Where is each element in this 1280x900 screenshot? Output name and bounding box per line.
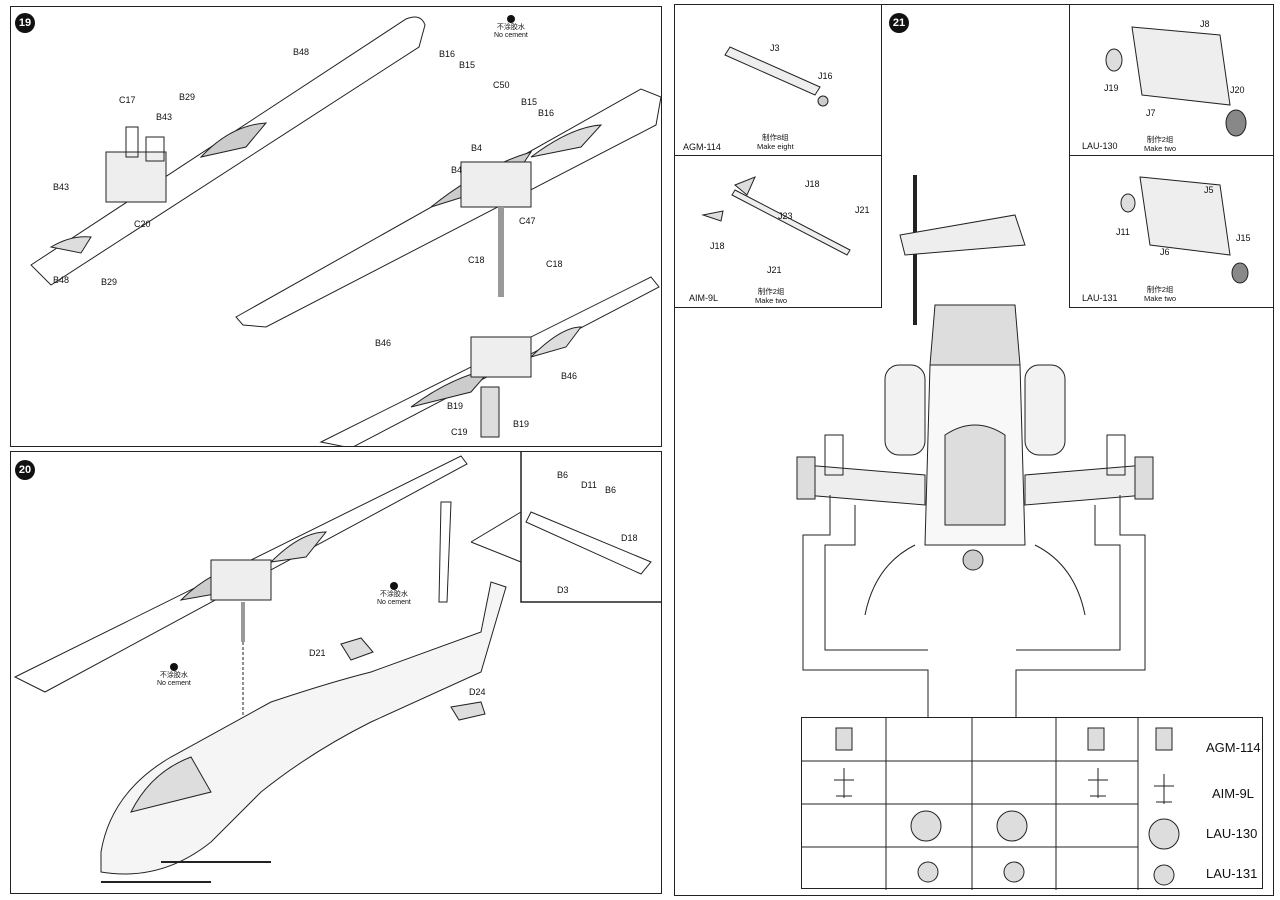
- step-19-drawing: [30, 16, 661, 446]
- part-label: J15: [1236, 233, 1251, 243]
- part-label: B43: [156, 112, 173, 122]
- part-label: D24: [469, 687, 486, 697]
- no-cement-icon: [506, 15, 515, 23]
- agm-114-drawing: [724, 46, 829, 107]
- part-label: B46: [561, 371, 578, 381]
- part-label: C17: [119, 95, 136, 105]
- part-label: J20: [1230, 85, 1245, 95]
- part-label: B29: [101, 277, 118, 287]
- part-label: B43: [53, 182, 70, 192]
- part-label: J18: [710, 241, 725, 251]
- weapon-name: LAU-130: [1082, 141, 1118, 151]
- part-label: J21: [767, 265, 782, 275]
- part-label: C20: [134, 219, 151, 229]
- part-label: B19: [513, 419, 530, 429]
- part-label: J6: [1160, 247, 1170, 257]
- loadout-grid: [802, 718, 1180, 890]
- part-label: J16: [818, 71, 833, 81]
- step-number-19: 19: [15, 13, 35, 33]
- part-label: J19: [1104, 83, 1119, 93]
- weapon-name: LAU-131: [1082, 293, 1118, 303]
- lau-130-drawing: [1105, 26, 1247, 137]
- lau-131-drawing: [1120, 176, 1249, 284]
- front-view-drawing: [796, 175, 1154, 717]
- part-label: D18: [621, 533, 638, 543]
- part-label: B29: [179, 92, 196, 102]
- no-cement-icon: [169, 663, 178, 671]
- part-label: J5: [1204, 185, 1214, 195]
- part-label: B16: [538, 108, 555, 118]
- part-label: C47: [519, 216, 536, 226]
- part-label: J3: [770, 43, 780, 53]
- legend-lau-131: LAU-131: [1206, 866, 1258, 881]
- no-cement-note: 不涂胶水 No cement: [494, 15, 528, 40]
- legend-aim-9l: AIM-9L: [1212, 786, 1254, 801]
- part-label: B48: [293, 47, 310, 57]
- part-label: C18: [468, 255, 485, 265]
- part-label: J7: [1146, 108, 1156, 118]
- step-19-panel: 19 不涂胶水 No cement B48: [10, 6, 662, 447]
- part-label: C19: [451, 427, 468, 437]
- loadout-table: AGM-114 AIM-9L LAU-130 LAU-131: [801, 717, 1263, 890]
- no-cement-note-1: 不涂胶水 No cement: [377, 582, 411, 607]
- agm-114-icon: [835, 727, 1173, 751]
- part-label: B19: [447, 401, 464, 411]
- weapon-name: AIM-9L: [689, 293, 719, 303]
- part-label: B4: [471, 143, 483, 153]
- part-label: J18: [805, 179, 820, 189]
- part-label: B46: [375, 338, 392, 348]
- legend-lau-130: LAU-130: [1206, 826, 1258, 841]
- legend-agm-114: AGM-114: [1206, 740, 1261, 755]
- part-label: B15: [521, 97, 538, 107]
- part-label: B6: [557, 470, 569, 480]
- part-label: B48: [53, 275, 70, 285]
- part-label: D11: [581, 480, 597, 490]
- part-label: D21: [309, 648, 326, 658]
- part-label: D3: [557, 585, 569, 595]
- part-label: J8: [1200, 19, 1210, 29]
- step-number-20: 20: [15, 460, 35, 480]
- no-cement-icon: [389, 582, 398, 590]
- part-label: B6: [605, 485, 617, 495]
- part-label: B4: [451, 165, 463, 175]
- weapon-name: AGM-114: [683, 142, 721, 152]
- step-20-drawing: [13, 452, 661, 883]
- step-number-21: 21: [889, 13, 909, 33]
- no-cement-note-2: 不涂胶水 No cement: [157, 663, 191, 688]
- part-label: J11: [1116, 227, 1130, 237]
- part-label: C18: [546, 259, 563, 269]
- aim-9l-drawing: [701, 176, 851, 256]
- lau-131-icon: [917, 861, 1175, 886]
- step-20-panel: 20 不涂胶水 No cement: [10, 451, 662, 894]
- part-label: B16: [439, 49, 456, 59]
- part-label: J23: [778, 211, 793, 221]
- aim-9l-icon: [834, 768, 1174, 804]
- part-label: C50: [493, 80, 510, 90]
- part-label: J21: [855, 205, 870, 215]
- lau-130-icon: [910, 810, 1180, 850]
- part-label: B15: [459, 60, 476, 70]
